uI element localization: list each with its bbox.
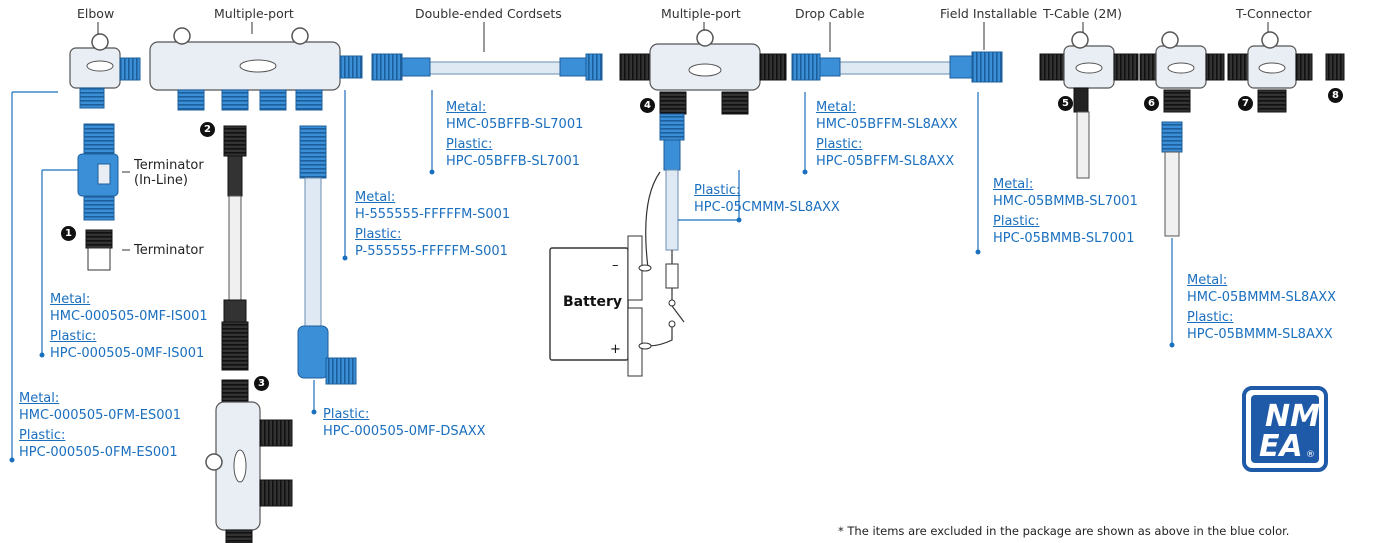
- elbow-drop-cable: [297, 125, 357, 385]
- elbow-metal-label: Metal:: [19, 391, 60, 406]
- label-field-installable: Field Installable: [940, 6, 1038, 21]
- battery-cable-plastic-pn: HPC-05CMMM-SL8AXX: [694, 200, 840, 215]
- badge-7: 7: [1238, 96, 1253, 111]
- inline-metal-pn: HMC-000505-0MF-IS001: [50, 309, 208, 324]
- drop-metal-label: Metal:: [816, 100, 857, 115]
- label-elbow: Elbow: [77, 6, 115, 21]
- badge-6: 6: [1144, 96, 1159, 111]
- badge-4: 4: [640, 98, 655, 113]
- footnote: * The items are excluded in the package …: [838, 524, 1290, 538]
- field-installable-connector: [949, 51, 1003, 83]
- t-connector-7: [1227, 31, 1345, 113]
- drop-cable: [791, 53, 841, 81]
- tconn-plastic-label: Plastic:: [1187, 310, 1234, 325]
- multiport-vertical: [205, 379, 293, 543]
- label-terminator: Terminator: [134, 243, 204, 258]
- double-plastic-label: Plastic:: [446, 137, 493, 152]
- tconn-plastic-pn: HPC-05BMMM-SL8AXX: [1187, 327, 1333, 342]
- multiport-2: [619, 29, 787, 115]
- multiport-plastic-label: Plastic:: [355, 227, 402, 242]
- battery: [549, 235, 652, 377]
- leader-lines: [11, 90, 1173, 460]
- elbow-drop-plastic-pn: HPC-000505-0MF-DSAXX: [323, 424, 486, 439]
- battery-minus: –: [612, 258, 619, 273]
- multiport-metal-label: Metal:: [355, 190, 396, 205]
- nmea-logo: NM EA ®: [1242, 386, 1328, 472]
- badge-1: 1: [61, 226, 76, 241]
- field-metal-label: Metal:: [993, 177, 1034, 192]
- double-metal-pn: HMC-05BFFB-SL7001: [446, 117, 584, 132]
- label-drop-cable: Drop Cable: [795, 6, 865, 21]
- drop-plastic-pn: HPC-05BFFM-SL8AXX: [816, 154, 955, 169]
- battery-cable: [645, 113, 685, 347]
- badge-8: 8: [1328, 88, 1343, 103]
- badge-2: 2: [200, 122, 215, 137]
- label-multiport-1: Multiple-port: [214, 6, 294, 21]
- t-connector-6: [1139, 31, 1225, 237]
- nmea-logo-reg: ®: [1306, 450, 1315, 460]
- elbow-plastic-label: Plastic:: [19, 428, 66, 443]
- double-plastic-pn: HPC-05BFFB-SL7001: [446, 154, 580, 169]
- battery-cable-plastic-label: Plastic:: [694, 183, 741, 198]
- t-cable: [1039, 31, 1139, 179]
- label-t-cable: T-Cable (2M): [1043, 6, 1122, 21]
- multiport-plastic-pn: P-555555-FFFFFM-S001: [355, 244, 508, 259]
- elbow-connector: [69, 33, 141, 109]
- badge-3: 3: [254, 376, 269, 391]
- field-plastic-label: Plastic:: [993, 214, 1040, 229]
- tconn-metal-label: Metal:: [1187, 273, 1228, 288]
- leader-dots: [9, 169, 1175, 463]
- double-ended-cordset: [371, 53, 603, 81]
- double-metal-label: Metal:: [446, 100, 487, 115]
- elbow-metal-pn: HMC-000505-0FM-ES001: [19, 408, 182, 423]
- label-multiport-2: Multiple-port: [661, 6, 741, 21]
- drop-plastic-label: Plastic:: [816, 137, 863, 152]
- inline-plastic-label: Plastic:: [50, 329, 97, 344]
- battery-plus: +: [610, 342, 621, 357]
- drop-metal-pn: HMC-05BFFM-SL8AXX: [816, 117, 958, 132]
- nmea-logo-line2: EA: [1259, 429, 1303, 464]
- label-ticks: [97, 22, 1269, 251]
- label-double-ended: Double-ended Cordsets: [415, 6, 562, 21]
- multiport-metal-pn: H-555555-FFFFFM-S001: [355, 207, 511, 222]
- terminators: [77, 123, 119, 271]
- badge-5: 5: [1058, 96, 1073, 111]
- field-plastic-pn: HPC-05BMMB-SL7001: [993, 231, 1135, 246]
- nmea-logo-line1: NM: [1265, 399, 1320, 434]
- elbow-drop-plastic-label: Plastic:: [323, 407, 370, 422]
- label-t-connector: T-Connector: [1236, 6, 1312, 21]
- battery-label: Battery: [563, 294, 623, 310]
- inline-plastic-pn: HPC-000505-0MF-IS001: [50, 346, 205, 361]
- tconn-metal-pn: HMC-05BMMM-SL8AXX: [1187, 290, 1337, 305]
- drop-cable-2: [221, 125, 249, 371]
- inline-metal-label: Metal:: [50, 292, 91, 307]
- multiport-1: [149, 27, 363, 111]
- elbow-plastic-pn: HPC-000505-0FM-ES001: [19, 445, 178, 460]
- field-metal-pn: HMC-05BMMB-SL7001: [993, 194, 1138, 209]
- label-terminator-inline: Terminator (In-Line): [134, 158, 204, 188]
